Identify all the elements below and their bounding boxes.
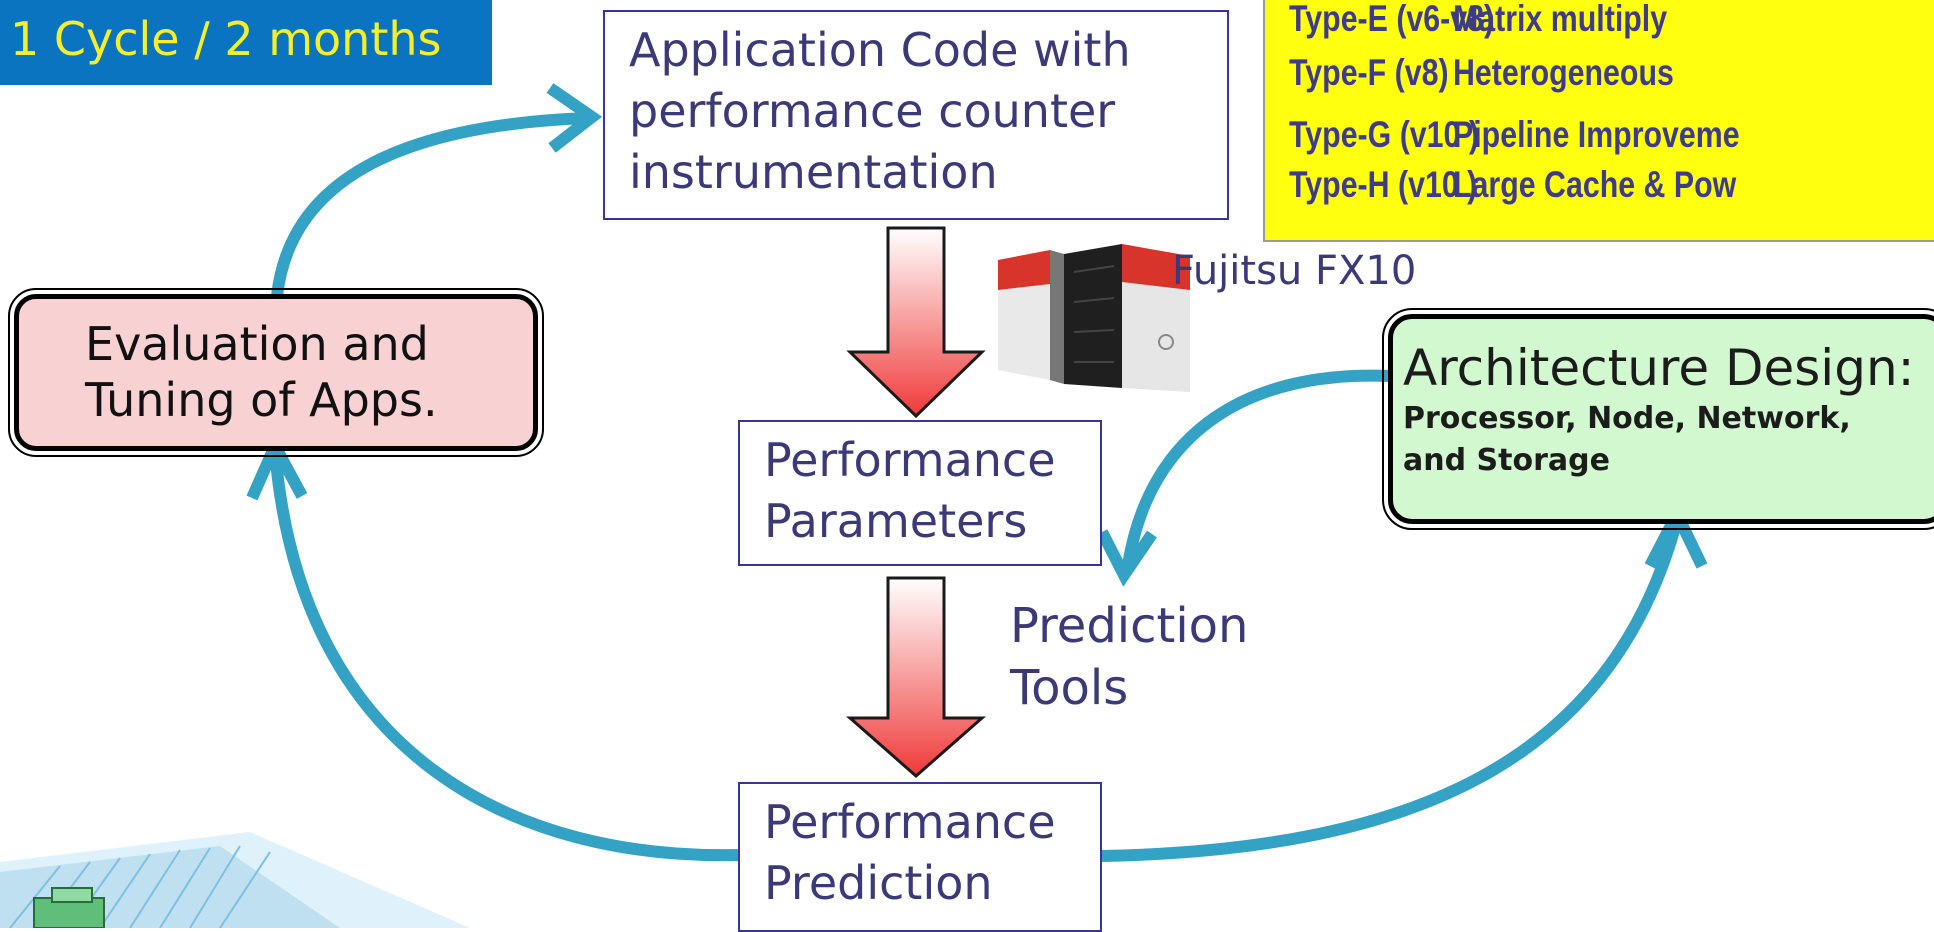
architecture-sub-line-1: Processor, Node, Network,: [1403, 401, 1851, 436]
eval-line-2: Tuning of Apps.: [85, 373, 438, 427]
type-name: Type-E (v6-v8): [1289, 0, 1495, 39]
flow-arrow-params-to-pred: [846, 576, 986, 778]
type-desc: Matrix multiply: [1453, 0, 1668, 39]
prediction-tools-line-1: Prediction: [1010, 598, 1249, 654]
architecture-sub-line-2: and Storage: [1403, 443, 1610, 478]
app-code-line-1: Application Code with: [629, 23, 1131, 77]
cycle-badge-text: 1 Cycle / 2 months: [10, 12, 442, 66]
prediction-line-2: Prediction: [764, 856, 993, 910]
app-code-line-3: instrumentation: [629, 145, 998, 199]
types-row: Type-F (v8) Heterogeneous: [1289, 52, 1674, 94]
evaluation-box: Evaluation and Tuning of Apps.: [8, 288, 544, 457]
arrowhead-params: [1096, 529, 1157, 587]
type-name: Type-F (v8): [1289, 52, 1449, 93]
prediction-line-1: Performance: [764, 795, 1056, 849]
prediction-tools-line-2: Tools: [1010, 660, 1129, 716]
type-desc: Large Cache & Pow: [1453, 164, 1737, 205]
type-desc: Heterogeneous: [1453, 52, 1674, 93]
types-row: Type-E (v6-v8) Matrix multiply: [1289, 0, 1667, 40]
arrow-pred-to-eval: [269, 449, 739, 862]
type-name: Type-H (v10 ): [1289, 164, 1478, 205]
arrow-arch-to-params: [1122, 369, 1391, 566]
types-row: Type-H (v10 ) Large Cache & Pow: [1289, 164, 1736, 206]
cycle-badge: 1 Cycle / 2 months: [0, 0, 492, 85]
type-name: Type-G (v10 ): [1289, 114, 1479, 155]
arrow-eval-to-app: [271, 112, 589, 297]
app-code-line-2: performance counter: [629, 84, 1116, 138]
eval-line-1: Evaluation and: [85, 317, 429, 371]
type-desc: Pipeline Improveme: [1453, 114, 1740, 155]
performance-parameters-box: Performance Parameters: [738, 420, 1102, 566]
arrow-pred-to-arch: [1101, 518, 1683, 862]
parameters-line-1: Performance: [764, 433, 1056, 487]
prediction-tools-label: Prediction Tools: [1010, 595, 1248, 719]
performance-prediction-box: Performance Prediction: [738, 782, 1102, 932]
decorative-corner-graphic: [0, 832, 470, 928]
arrowhead-app: [546, 83, 603, 153]
types-row: Type-G (v10 ) Pipeline Improveme: [1289, 114, 1740, 156]
parameters-line-2: Parameters: [764, 494, 1028, 548]
fx10-label: Fujitsu FX10: [1172, 248, 1417, 294]
types-table: Type-E (v6-v8) Matrix multiply Type-F (v…: [1263, 0, 1934, 242]
architecture-title: Architecture Design:: [1403, 339, 1915, 397]
application-code-box: Application Code with performance counte…: [603, 10, 1229, 220]
flow-arrow-app-to-params: [846, 226, 986, 419]
architecture-design-box: Architecture Design: Processor, Node, Ne…: [1382, 308, 1934, 530]
fx10-server-illustration: [998, 244, 1190, 392]
